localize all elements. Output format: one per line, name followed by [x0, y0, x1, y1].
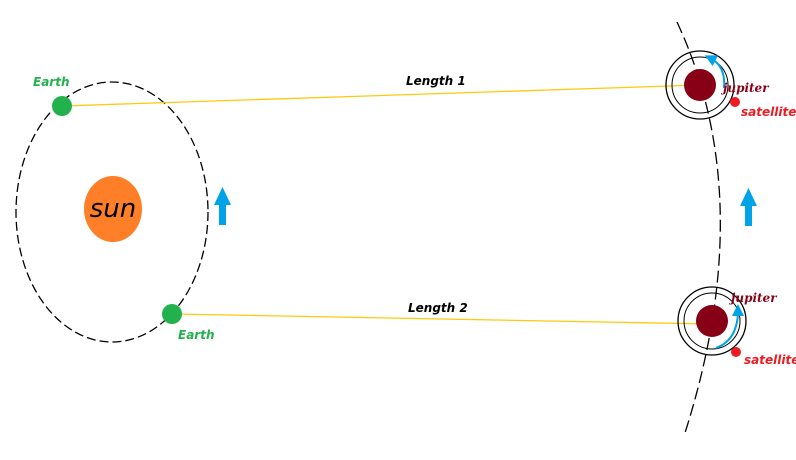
earth-orbit [15, 81, 209, 343]
jupiter-top-label: jupiter [721, 81, 770, 95]
satellite-orbit-top [665, 50, 735, 120]
curved-arrow-icon [704, 55, 726, 89]
satellite-top-label: satellite [741, 105, 796, 119]
earth-bottom [162, 304, 182, 324]
length-2-label: Length 2 [408, 301, 468, 315]
curved-arrow-icon [715, 304, 744, 349]
earth-top-label: Earth [33, 75, 70, 89]
jupiter-system-top [665, 50, 740, 120]
earth-bottom-label: Earth [178, 328, 215, 342]
satellite-orbit-inner-bottom [683, 292, 741, 350]
satellite-orbit-inner-top [671, 56, 729, 114]
satellite-orbit-bottom [677, 286, 747, 356]
earth-top [52, 96, 72, 116]
up-arrow-icon [740, 188, 757, 226]
sun-label: sun [90, 194, 137, 224]
length-2-line [171, 313, 713, 325]
up-arrow-icon [214, 187, 231, 225]
satellite-bottom [731, 347, 741, 357]
sun [84, 176, 142, 242]
jupiter-bottom [696, 305, 728, 337]
jupiter-system-bottom [677, 286, 747, 357]
satellite-bottom-label: satellite [744, 353, 796, 367]
length-1-line [61, 84, 701, 107]
satellite-top [730, 97, 740, 107]
jupiter-bottom-label: jupiter [729, 291, 778, 305]
jupiter-top [684, 69, 716, 101]
length-1-label: Length 1 [406, 74, 466, 88]
